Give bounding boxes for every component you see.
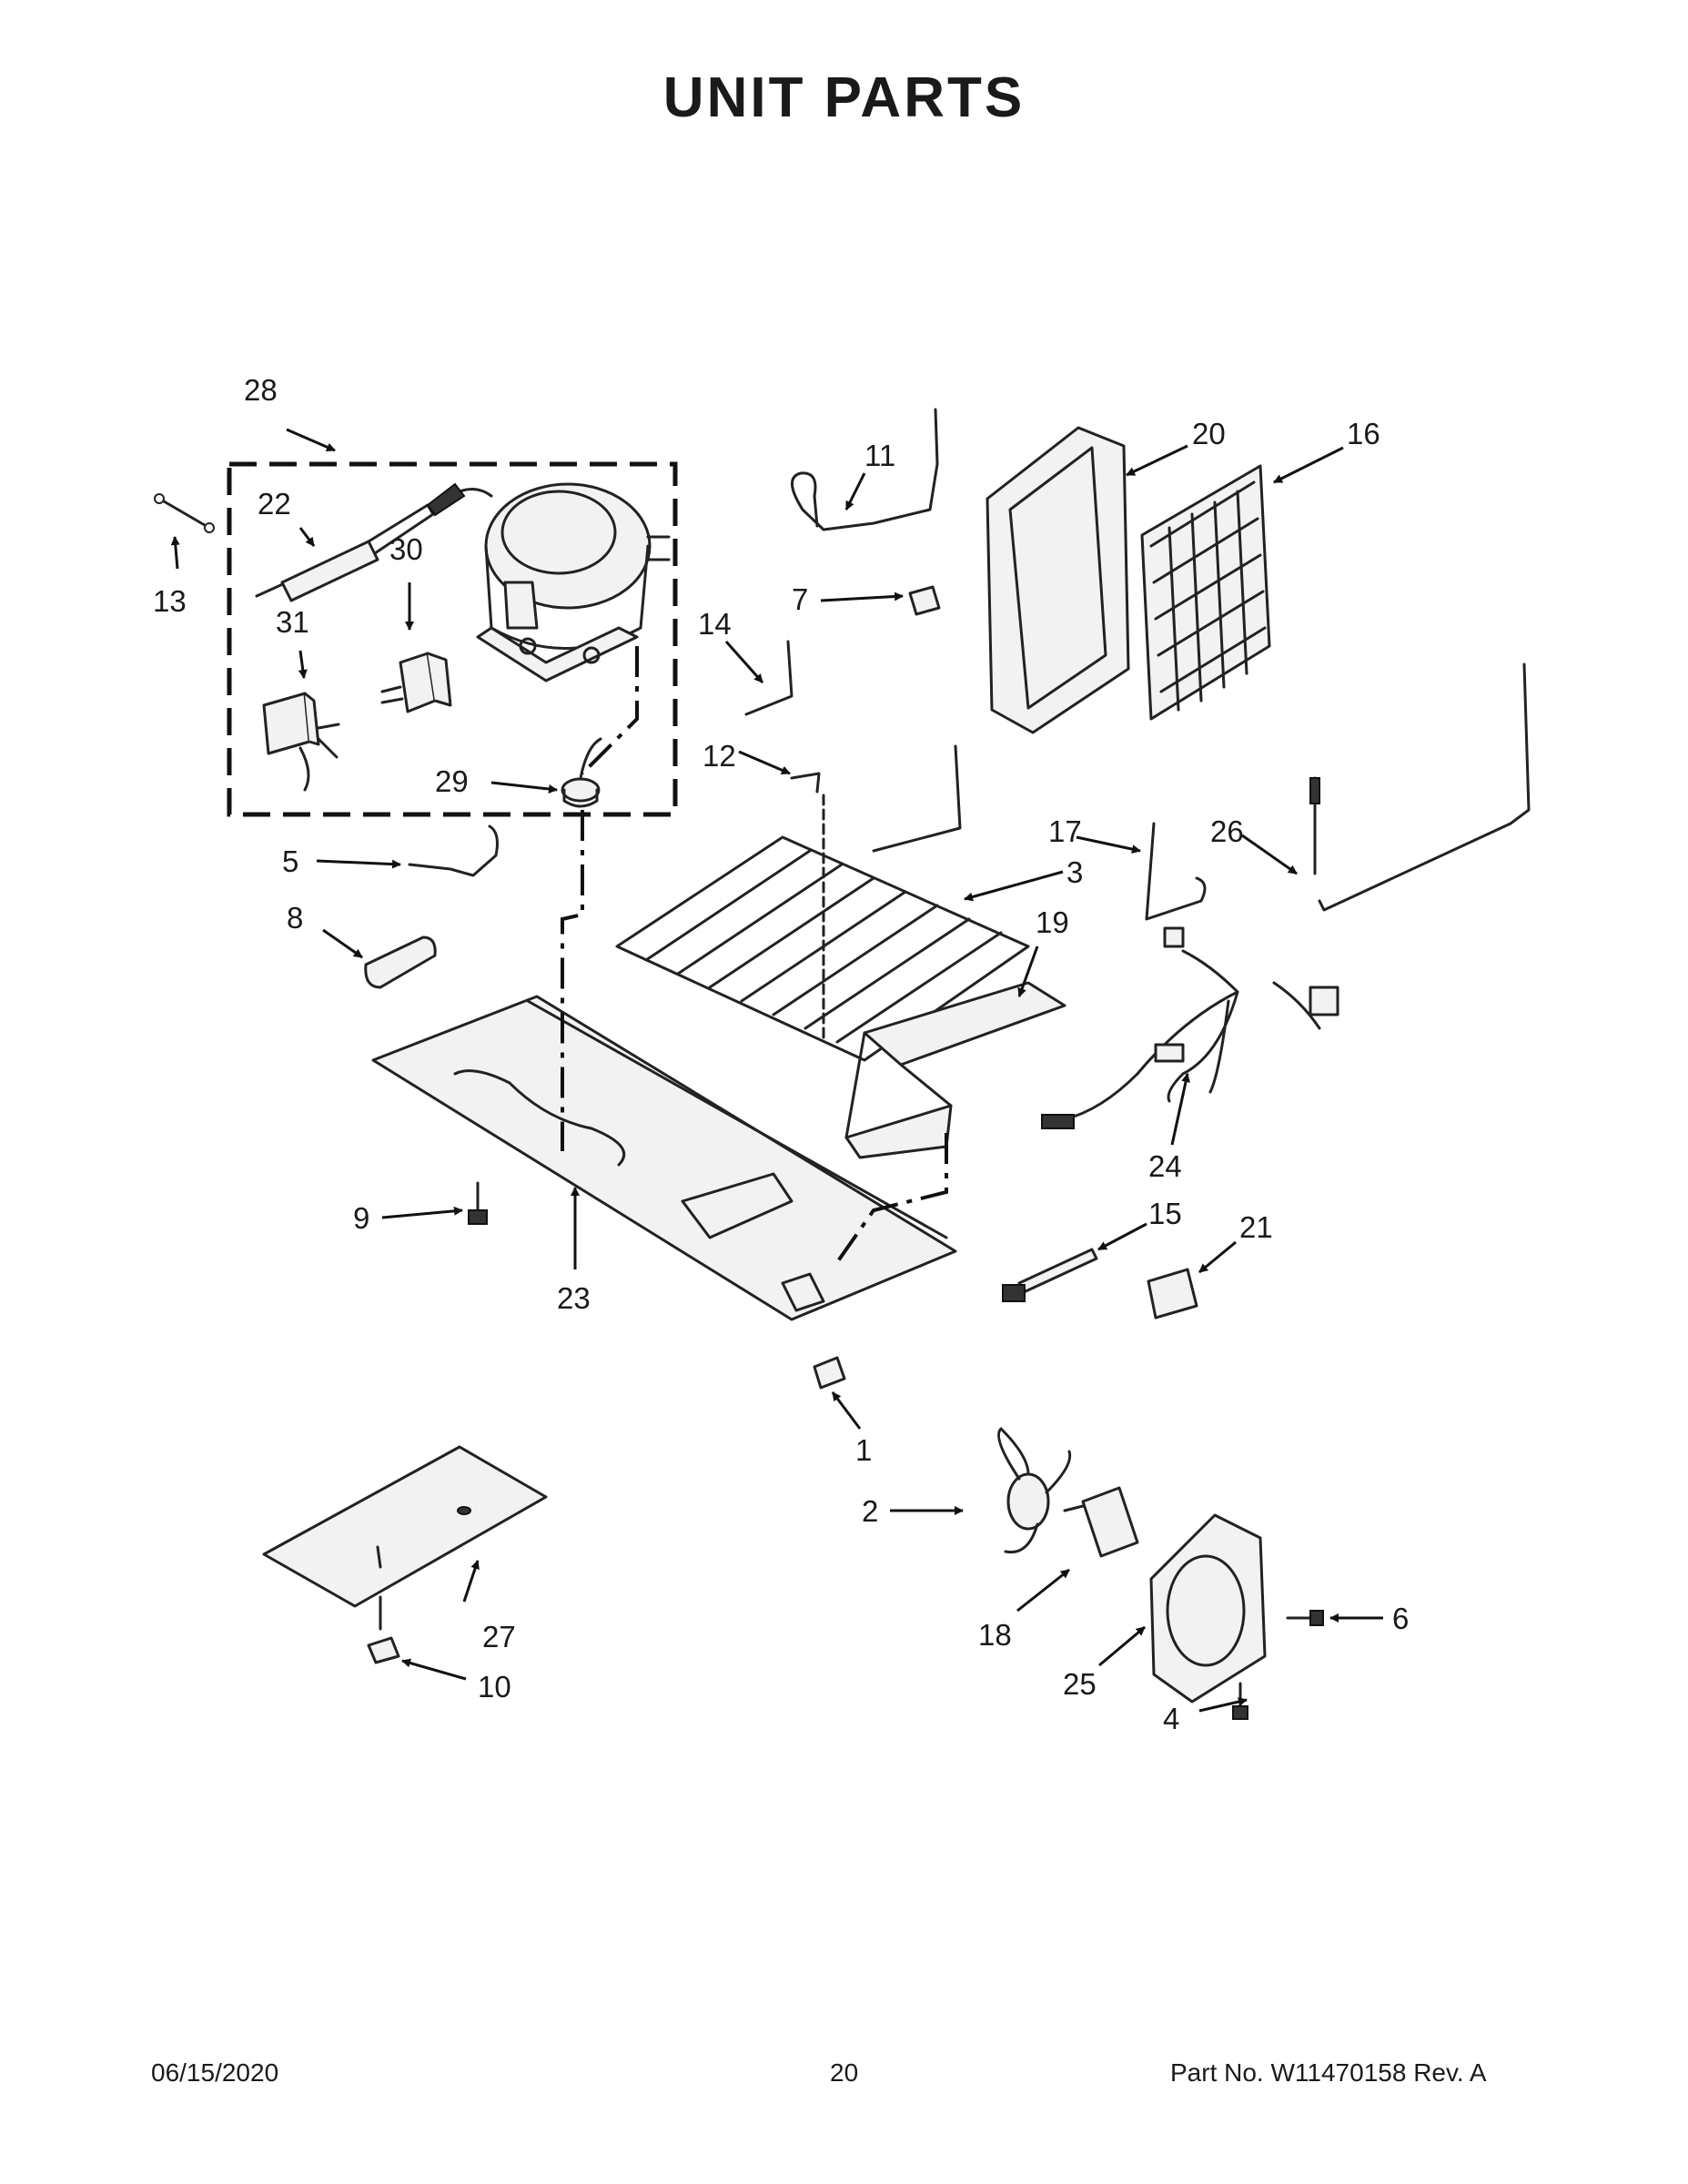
callout-28: 28 — [244, 373, 278, 407]
callout-4: 4 — [1163, 1702, 1179, 1735]
callout-23: 23 — [557, 1281, 591, 1315]
page-title: UNIT PARTS — [662, 66, 1026, 129]
fan-motor-illustration — [1063, 1486, 1139, 1558]
evaporator-illustration — [1140, 464, 1271, 721]
defrost-heater-illustration — [615, 744, 1030, 1062]
footer-part-number: Part No. W11470158 Rev. A — [1170, 2058, 1487, 2087]
callout-16: 16 — [1347, 417, 1380, 450]
fan-shroud-illustration — [1149, 1513, 1267, 1704]
sensor-26-illustration — [1309, 662, 1531, 912]
tape-21-illustration — [1147, 1268, 1198, 1320]
drain-trough-illustration — [844, 981, 1066, 1159]
footer-page-number: 20 — [830, 2058, 859, 2087]
insulation-pad-illustration — [262, 1445, 548, 1631]
grommet-illustration — [561, 737, 602, 808]
callout-9: 9 — [353, 1201, 369, 1235]
callout-13: 13 — [153, 584, 187, 618]
footer-date: 06/15/2020 — [151, 2058, 279, 2087]
tube-14-illustration — [744, 640, 793, 716]
base-pan-illustration — [371, 995, 957, 1321]
callout-10: 10 — [478, 1670, 511, 1704]
evaporator-cover-illustration — [986, 426, 1130, 734]
callout-7: 7 — [792, 582, 808, 616]
wire-5-illustration — [408, 824, 499, 877]
screw-9-illustration — [468, 1181, 488, 1225]
sleeve-8-illustration — [364, 935, 437, 989]
callout-26: 26 — [1210, 814, 1244, 848]
callout-12: 12 — [702, 739, 736, 773]
callout-31: 31 — [276, 605, 309, 639]
overload-illustration — [262, 692, 340, 792]
clip-10-illustration — [367, 1636, 400, 1664]
compressor-illustration — [449, 482, 671, 682]
callout-5: 5 — [282, 844, 298, 878]
callout-8: 8 — [287, 901, 303, 935]
callout-numbers: 28 22 30 31 13 29 5 8 9 23 11 7 14 12 17… — [153, 373, 1409, 1735]
callout-leaders — [170, 428, 1383, 1713]
callout-22: 22 — [258, 487, 291, 521]
callout-19: 19 — [1036, 905, 1069, 939]
callout-24: 24 — [1148, 1149, 1182, 1183]
fan-blade-illustration — [997, 1427, 1072, 1554]
callout-18: 18 — [978, 1618, 1012, 1652]
bracket-17-illustration — [1145, 822, 1207, 921]
callout-15: 15 — [1148, 1197, 1182, 1230]
washer-illustration — [154, 493, 215, 533]
wire-harness-illustration — [1041, 926, 1339, 1129]
tube-11-illustration — [791, 408, 939, 531]
callout-21: 21 — [1239, 1210, 1273, 1244]
coupling-7-illustration — [908, 585, 941, 616]
callout-6: 6 — [1392, 1602, 1409, 1635]
start-device-illustration — [380, 652, 452, 713]
assembly-guide-lines — [561, 646, 948, 1267]
callout-30: 30 — [389, 532, 423, 566]
compressor-assembly-box — [227, 461, 678, 817]
screw-6-illustration — [1286, 1610, 1324, 1626]
callout-14: 14 — [698, 607, 732, 641]
callout-11: 11 — [864, 439, 895, 472]
callout-27: 27 — [482, 1620, 516, 1653]
heater-strip-illustration — [1002, 1248, 1098, 1302]
callout-2: 2 — [862, 1494, 878, 1528]
callout-29: 29 — [435, 764, 469, 798]
callout-17: 17 — [1048, 814, 1082, 848]
callout-25: 25 — [1063, 1667, 1097, 1701]
callout-3: 3 — [1066, 855, 1083, 889]
coupling-1-illustration — [813, 1356, 846, 1390]
callout-1: 1 — [855, 1433, 872, 1467]
filter-drier-illustration — [255, 482, 466, 602]
callout-20: 20 — [1192, 417, 1226, 450]
